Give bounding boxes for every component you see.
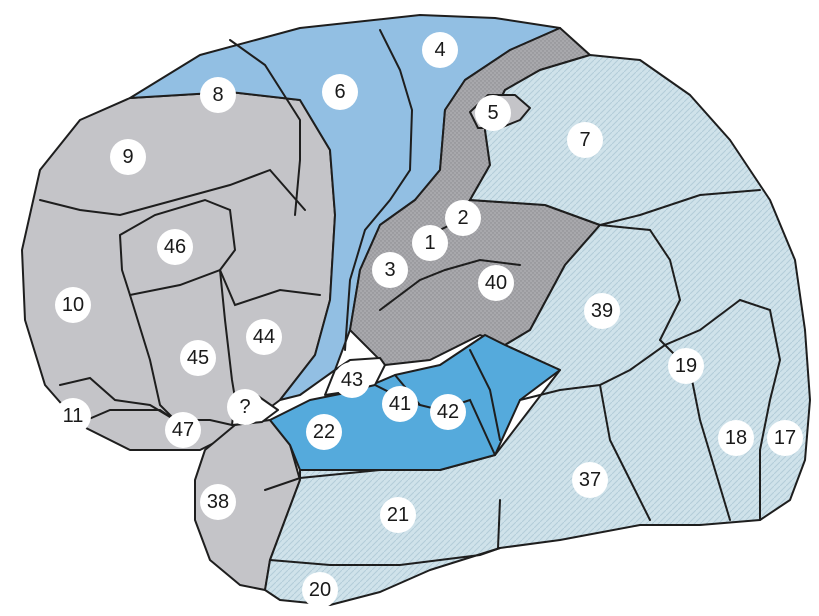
label-disc [302, 572, 338, 608]
area-number: 11 [63, 405, 84, 427]
area-number: 39 [591, 300, 613, 322]
posterior-association-region [264, 54, 811, 606]
area-label-a37: 37 [572, 462, 608, 498]
area-label-a8: 8 [200, 77, 236, 113]
area-label-a21: 21 [380, 497, 416, 533]
label-disc [445, 200, 481, 236]
label-disc [157, 229, 193, 265]
area-label-a39: 39 [584, 293, 620, 329]
area-label-a43: 43 [334, 362, 370, 398]
area-label-a47: 47 [165, 412, 201, 448]
area-label-a18: 18 [718, 420, 754, 456]
area-number: 45 [187, 347, 209, 369]
label-disc [567, 122, 603, 158]
area-number: 19 [675, 355, 697, 377]
area-number: 5 [487, 102, 498, 124]
area-label-a5: 5 [475, 95, 511, 131]
area-labels: 4 8 6 5 7 9 21 3 46 40 10 39 44 45 19 43 41 42 11 47? 22 18 17… [55, 32, 803, 608]
label-disc [306, 414, 342, 450]
area-label-a6: 6 [322, 74, 358, 110]
label-disc [584, 293, 620, 329]
label-disc [668, 348, 704, 384]
area-number: 37 [579, 469, 601, 491]
label-disc [380, 497, 416, 533]
area-number: 46 [164, 236, 186, 258]
label-disc [165, 412, 201, 448]
label-disc [478, 265, 514, 301]
area-label-a38: 38 [200, 484, 236, 520]
area-number: 7 [579, 129, 590, 151]
area-label-a20: 20 [302, 572, 338, 608]
area-number: 22 [313, 421, 335, 443]
area-label-a10: 10 [55, 287, 91, 323]
label-disc [110, 139, 146, 175]
label-disc [767, 420, 803, 456]
label-disc [382, 386, 418, 422]
area-label-a46: 46 [157, 229, 193, 265]
area-number: 17 [774, 427, 796, 449]
label-disc [200, 484, 236, 520]
label-disc [55, 287, 91, 323]
area-number: 42 [437, 401, 459, 423]
area-label-a3: 3 [372, 252, 408, 288]
area-number: 4 [434, 39, 445, 61]
area-label-a45: 45 [180, 340, 216, 376]
area-number: 40 [485, 272, 507, 294]
area-label-a4: 4 [422, 32, 458, 68]
area-label-a40: 40 [478, 265, 514, 301]
area-label-a2: 2 [445, 200, 481, 236]
label-disc [227, 389, 263, 425]
area-number: 8 [212, 84, 223, 106]
area-number: 41 [389, 393, 411, 415]
area-label-unknown: ? [227, 389, 263, 425]
area-number: 44 [253, 326, 275, 348]
label-disc [430, 394, 466, 430]
label-disc [718, 420, 754, 456]
area-label-a41: 41 [382, 386, 418, 422]
label-disc [200, 77, 236, 113]
area-number: 3 [384, 259, 395, 281]
area-number: 20 [309, 579, 331, 601]
area-label-a7: 7 [567, 122, 603, 158]
area-label-a1: 1 [412, 225, 448, 261]
area-number: 47 [172, 419, 194, 441]
label-disc [334, 362, 370, 398]
area-label-a9: 9 [110, 139, 146, 175]
label-disc [412, 225, 448, 261]
area-label-a42: 42 [430, 394, 466, 430]
area-number: 1 [424, 232, 435, 254]
area-number: 9 [122, 146, 133, 168]
area-label-a19: 19 [668, 348, 704, 384]
area-label-a11: 11 [55, 398, 91, 434]
area-label-a17: 17 [767, 420, 803, 456]
label-disc [422, 32, 458, 68]
area-number: 2 [457, 207, 468, 229]
area-number: 21 [387, 504, 409, 526]
area-number: 10 [62, 294, 84, 316]
label-disc [246, 319, 282, 355]
area-label-a44: 44 [246, 319, 282, 355]
area-label-a22: 22 [306, 414, 342, 450]
label-disc [475, 95, 511, 131]
area-number: 43 [341, 369, 363, 391]
label-disc [572, 462, 608, 498]
area-number: ? [239, 396, 250, 418]
label-disc [322, 74, 358, 110]
area-number: 6 [334, 81, 345, 103]
area-number: 18 [725, 427, 747, 449]
label-disc [180, 340, 216, 376]
area-number: 38 [207, 491, 229, 513]
label-disc [372, 252, 408, 288]
label-disc [55, 398, 91, 434]
